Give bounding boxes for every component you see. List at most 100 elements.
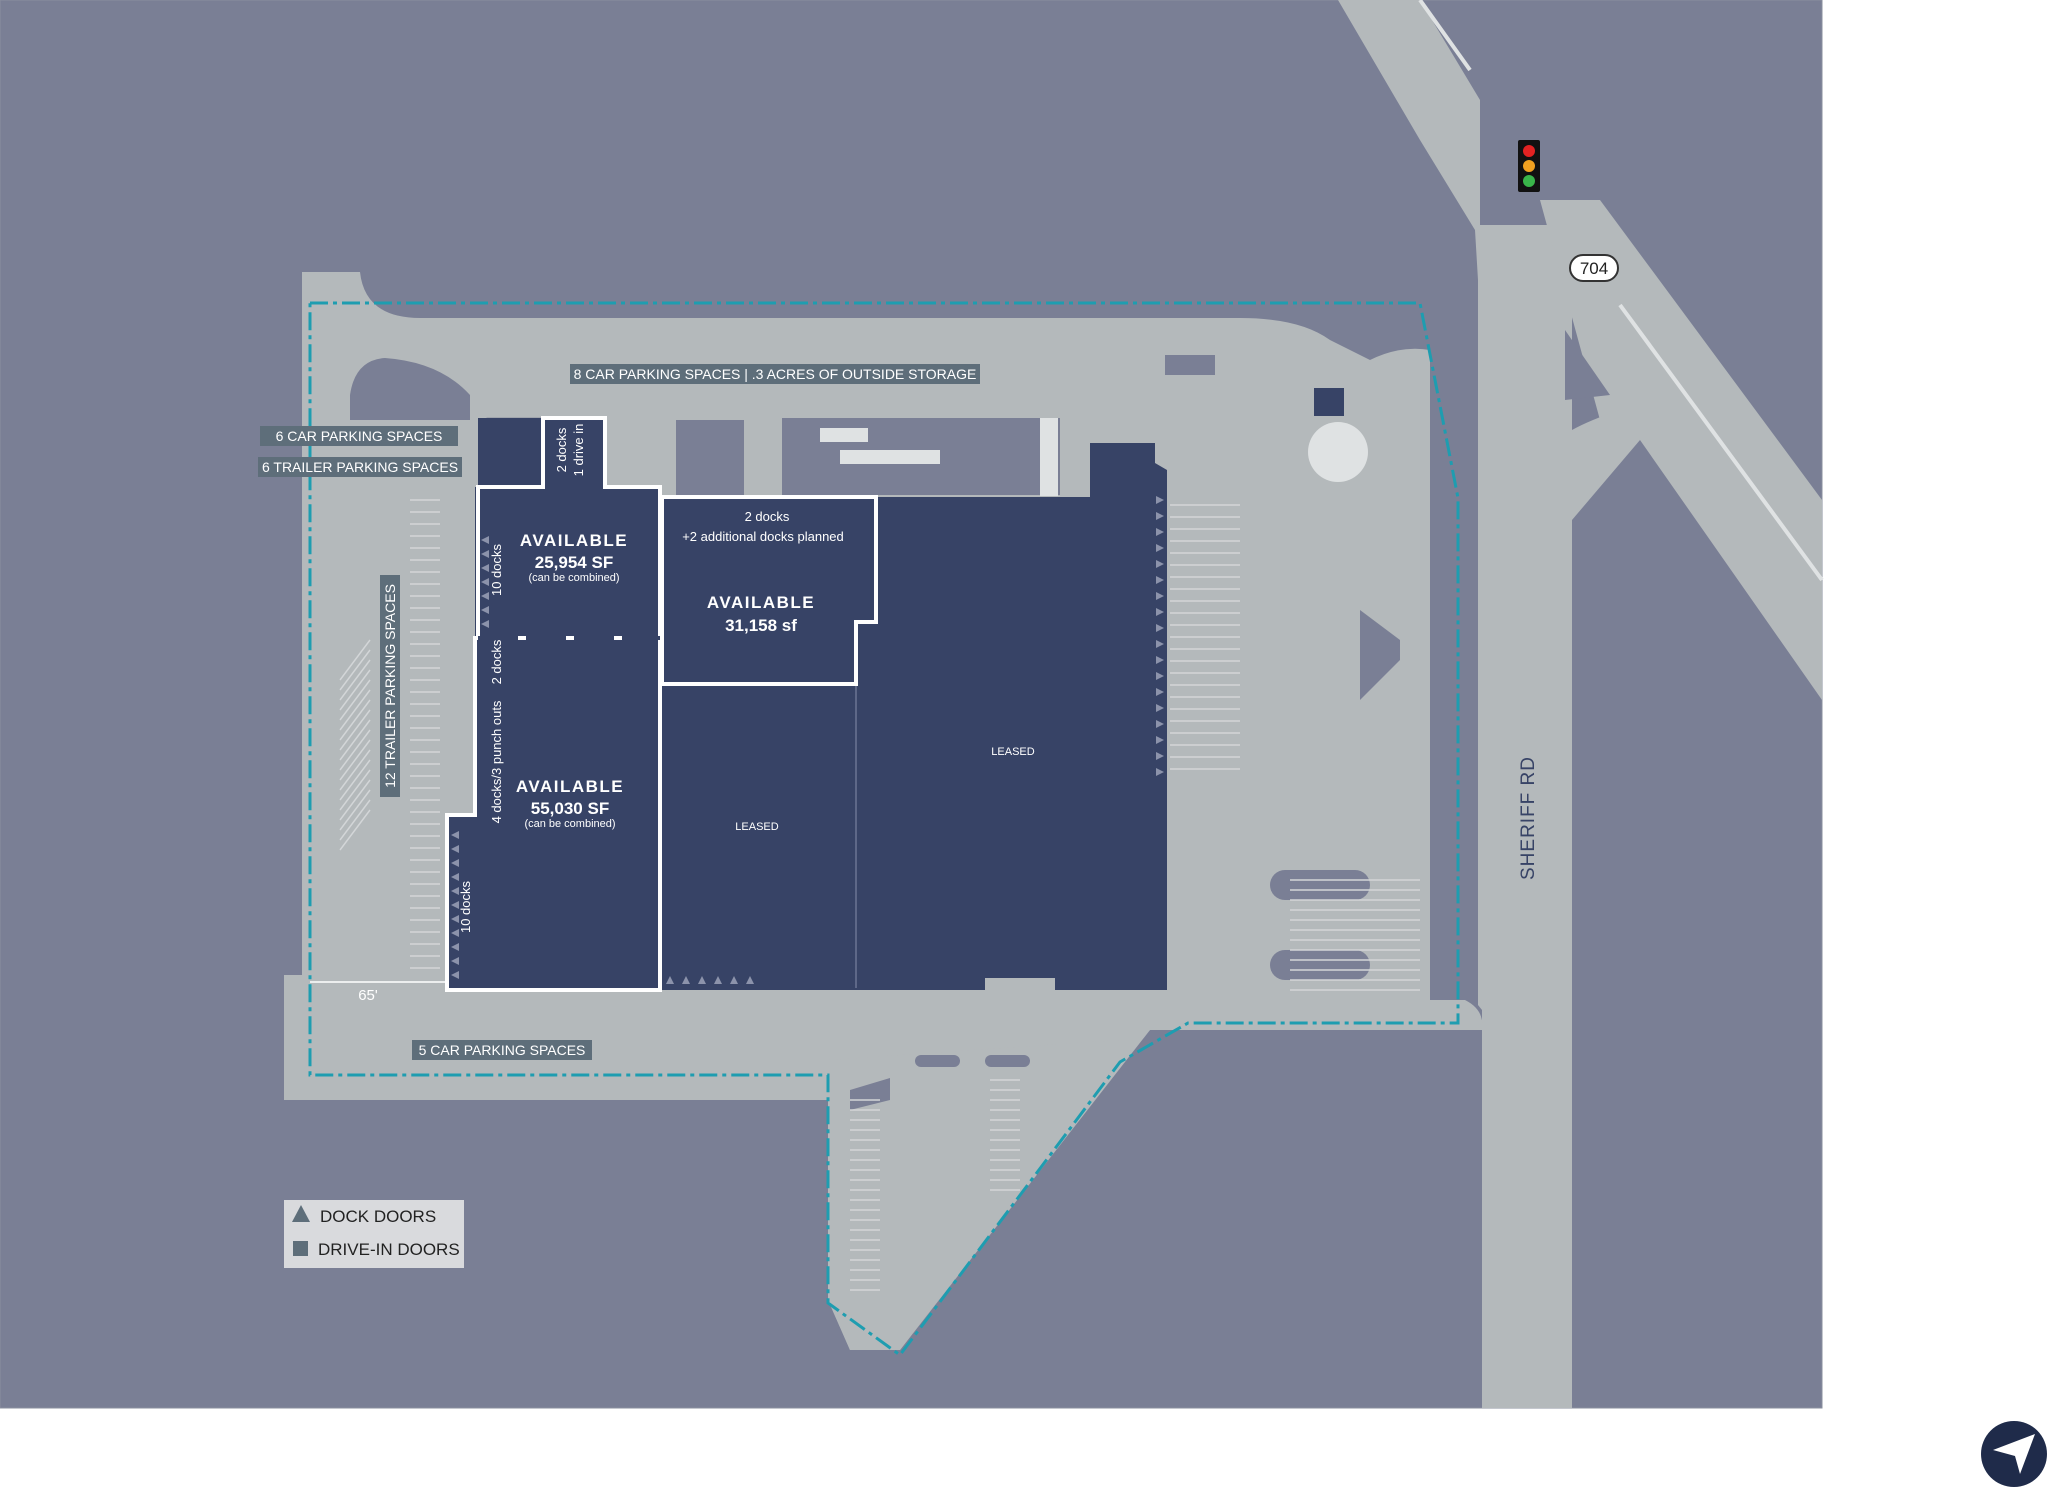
suite-b-status: AVAILABLE — [516, 777, 624, 796]
dock-door-marker — [451, 929, 459, 937]
dock-door-marker — [1156, 672, 1164, 680]
dock-label-left-punch: 4 docks/3 punch outs — [489, 700, 504, 823]
dock-door-marker — [746, 976, 754, 984]
parking-stripe — [339, 739, 371, 781]
dock-door-marker — [1156, 624, 1164, 632]
dock-door-marker — [451, 957, 459, 965]
leased-label-2: LEASED — [991, 746, 1034, 758]
slip-road — [1572, 330, 1640, 520]
parking-stripe — [339, 749, 371, 791]
suite-b-area: 55,030 SF — [531, 799, 609, 818]
legend-dock-doors: DOCK DOORS — [320, 1207, 436, 1226]
dock-door-marker — [481, 564, 489, 572]
annex-detail-1 — [820, 428, 868, 442]
suite-c-status: AVAILABLE — [707, 593, 815, 612]
annex-mid — [676, 420, 744, 498]
road-name-label: SHERIFF RD — [1518, 756, 1539, 880]
map-legend: DOCK DOORS DRIVE-IN DOORS — [284, 1200, 464, 1268]
annex-detail-3 — [1040, 418, 1058, 496]
dock-door-marker — [1156, 528, 1164, 536]
dock-door-marker — [481, 578, 489, 586]
property-boundary — [308, 301, 1460, 1358]
island-east-2 — [1270, 950, 1370, 980]
dock-door-marker — [1156, 592, 1164, 600]
suite-c-area: 31,158 sf — [725, 616, 797, 635]
annex-detail-2 — [840, 450, 940, 464]
leased-label-1: LEASED — [735, 821, 778, 833]
dock-door-marker — [1156, 656, 1164, 664]
dock-door-marker — [1156, 752, 1164, 760]
highway-704 — [1540, 200, 1822, 700]
cul-de-sac — [1308, 422, 1368, 482]
suite-b-note: (can be combined) — [524, 818, 615, 830]
island-right — [1165, 355, 1215, 375]
parking-stripe — [339, 689, 371, 731]
dock-markers — [451, 496, 1164, 984]
dock-door-marker — [1156, 544, 1164, 552]
main-building — [445, 418, 1167, 992]
callout-car-6: 6 CAR PARKING SPACES — [260, 426, 458, 446]
dock-door-marker — [481, 592, 489, 600]
dock-door-marker — [451, 831, 459, 839]
dock-door-marker — [481, 550, 489, 558]
svg-text:704: 704 — [1580, 259, 1608, 278]
north-arrow-icon — [1981, 1421, 2047, 1487]
dock-door-marker — [666, 976, 674, 984]
road-island — [1565, 330, 1610, 400]
dock-door-marker — [730, 976, 738, 984]
dock-door-marker — [1156, 688, 1164, 696]
suite-c-outline — [660, 495, 878, 686]
suite-c-docks: 2 docks — [745, 509, 790, 524]
parking-stripe — [339, 659, 371, 701]
parking-stripe — [339, 769, 371, 811]
parking-stripe — [339, 799, 371, 841]
dock-label-top-b: 1 drive in — [571, 424, 586, 477]
dock-label-left-upper: 10 docks — [489, 543, 504, 596]
callout-car-8: 8 CAR PARKING SPACES | .3 ACRES OF OUTSI… — [570, 364, 980, 384]
suite-a-status: AVAILABLE — [520, 531, 628, 550]
island-top-left — [350, 358, 470, 420]
island-lot-2 — [985, 1055, 1030, 1067]
callout-car-5: 5 CAR PARKING SPACES — [412, 1040, 592, 1060]
dock-door-marker — [1156, 640, 1164, 648]
parking-stripe — [339, 709, 371, 751]
highway-median — [1618, 303, 1824, 582]
parking-stripe — [339, 699, 371, 741]
svg-text:6 TRAILER PARKING SPACES: 6 TRAILER PARKING SPACES — [262, 459, 458, 475]
parking-stripe — [339, 719, 371, 761]
dock-door-marker — [451, 859, 459, 867]
parking-stripe — [339, 779, 371, 821]
parking-stripe — [339, 809, 371, 851]
dock-door-marker — [451, 887, 459, 895]
suite-a-area: 25,954 SF — [535, 553, 613, 572]
dock-door-marker — [1156, 608, 1164, 616]
suite-b-outline — [445, 636, 662, 992]
svg-text:6 CAR PARKING SPACES: 6 CAR PARKING SPACES — [276, 428, 443, 444]
legend-drive-in-doors: DRIVE-IN DOORS — [318, 1240, 460, 1259]
dock-door-marker — [451, 845, 459, 853]
dock-door-marker — [1156, 496, 1164, 504]
route-704-shield: 704 — [1569, 254, 1619, 282]
parking-stripe — [339, 789, 371, 831]
dock-door-marker — [451, 971, 459, 979]
sheriff-road — [1338, 0, 1572, 1408]
guard-building — [1314, 388, 1344, 416]
dock-door-marker — [1156, 576, 1164, 584]
dock-door-marker — [1156, 560, 1164, 568]
dock-door-marker — [1156, 512, 1164, 520]
square-icon — [293, 1241, 308, 1256]
dock-door-marker — [481, 606, 489, 614]
dock-door-marker — [714, 976, 722, 984]
dock-door-marker — [1156, 736, 1164, 744]
dimension-label: 65' — [358, 987, 378, 1004]
dock-door-marker — [451, 915, 459, 923]
svg-text:12 TRAILER PARKING SPACES: 12 TRAILER PARKING SPACES — [382, 584, 398, 788]
parking-stripe — [339, 669, 371, 711]
triangle-icon — [292, 1205, 310, 1222]
dock-door-marker — [682, 976, 690, 984]
dock-label-top-a: 2 docks — [554, 427, 569, 472]
callout-trailer-6: 6 TRAILER PARKING SPACES — [258, 457, 462, 477]
island-east — [1270, 870, 1370, 900]
callout-trailer-12: 12 TRAILER PARKING SPACES — [380, 575, 400, 797]
